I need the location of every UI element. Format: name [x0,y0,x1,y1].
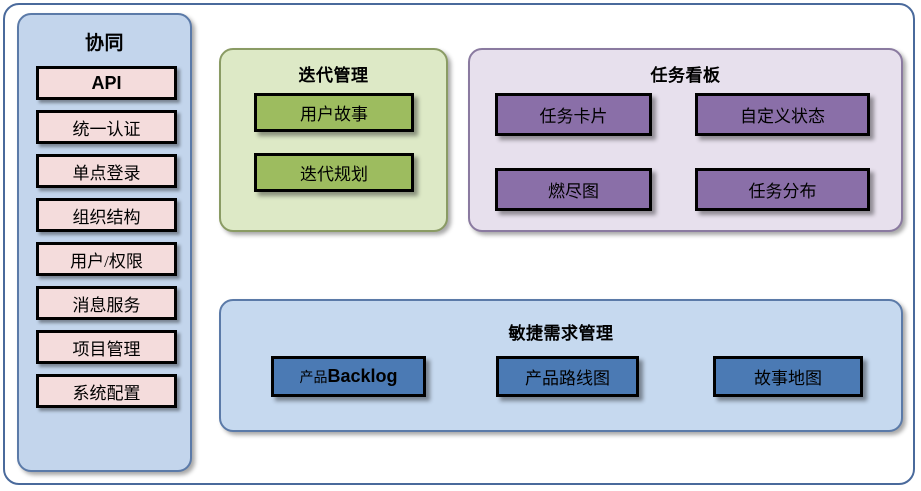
sidebar-item-project-management[interactable]: 项目管理 [36,330,177,364]
sidebar-item-api[interactable]: API [36,66,177,100]
panel-iteration-management[interactable]: 迭代管理 用户故事 迭代规划 [219,48,448,232]
sidebar-item-org-structure[interactable]: 组织结构 [36,198,177,232]
node-product-backlog[interactable]: 产品 Backlog [271,356,426,397]
node-product-backlog-label-latin: Backlog [327,366,398,386]
panel-agile-requirements[interactable]: 敏捷需求管理 产品 Backlog 产品路线图 故事地图 [219,299,903,432]
panel-task-board[interactable]: 任务看板 任务卡片 自定义状态 燃尽图 任务分布 [468,48,903,232]
sidebar-item-system-config[interactable]: 系统配置 [36,374,177,408]
sidebar-item-single-sign-on[interactable]: 单点登录 [36,154,177,188]
panel-agile-requirements-title: 敏捷需求管理 [508,324,614,343]
sidebar-item-list: API 统一认证 单点登录 组织结构 用户/权限 消息服务 项目管理 系统配置 [36,66,177,418]
panel-task-board-title: 任务看板 [650,66,721,85]
node-task-card[interactable]: 任务卡片 [495,93,652,136]
node-product-roadmap[interactable]: 产品路线图 [496,356,639,397]
node-custom-status[interactable]: 自定义状态 [695,93,870,136]
node-burndown-chart[interactable]: 燃尽图 [495,168,652,211]
sidebar-item-unified-auth[interactable]: 统一认证 [36,110,177,144]
node-product-backlog-label-cjk: 产品 [299,370,328,386]
node-iteration-planning[interactable]: 迭代规划 [254,153,414,192]
sidebar-item-message-service[interactable]: 消息服务 [36,286,177,320]
panel-iteration-management-title: 迭代管理 [298,66,369,85]
panel-collaboration-title: 协同 [84,33,124,54]
node-task-distribution[interactable]: 任务分布 [695,168,870,211]
sidebar-item-user-permission[interactable]: 用户/权限 [36,242,177,276]
node-user-story[interactable]: 用户故事 [254,93,414,132]
node-story-map[interactable]: 故事地图 [713,356,863,397]
panel-collaboration[interactable]: 协同 API 统一认证 单点登录 组织结构 用户/权限 消息服务 项目管理 系统… [17,13,192,472]
